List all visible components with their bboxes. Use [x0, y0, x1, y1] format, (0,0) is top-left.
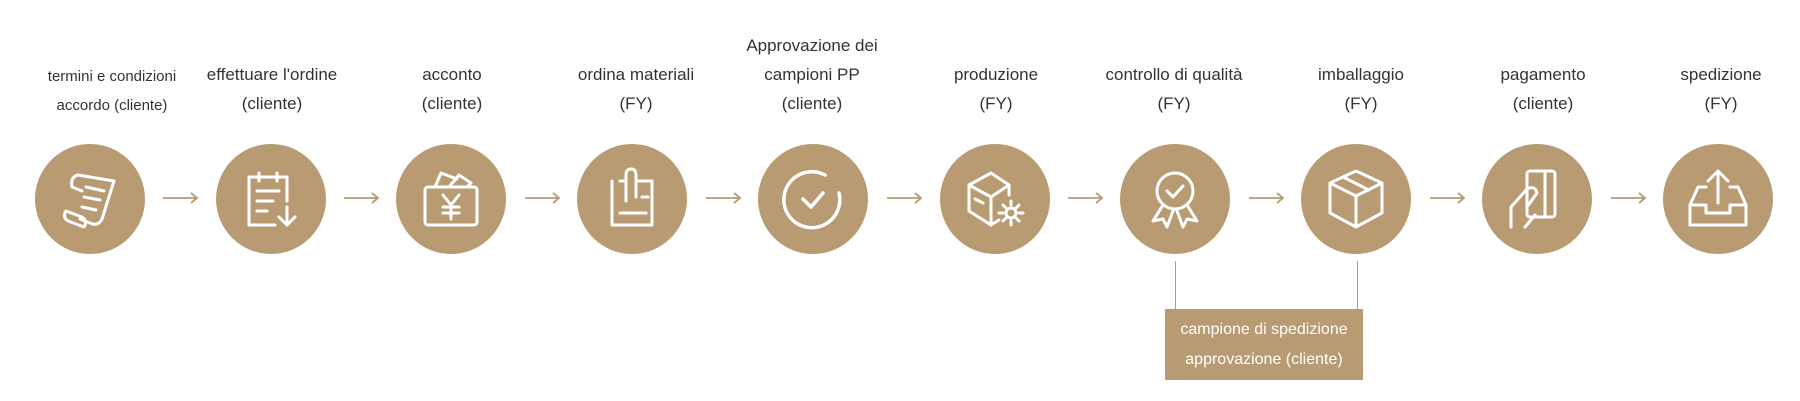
step-label-shipping: spedizione (FY): [1680, 65, 1762, 113]
step-circle-pp-samples: [758, 144, 868, 254]
step-label-production: produzione (FY): [953, 65, 1039, 113]
flow-arrow: [1611, 192, 1647, 204]
step-circle-shipping: [1663, 144, 1773, 254]
flow-arrow: [525, 192, 561, 204]
step-circle-production: [940, 144, 1050, 254]
connector-line-left: [1175, 261, 1176, 309]
package-box-icon: [1328, 169, 1384, 229]
step-circle-quality: [1120, 144, 1230, 254]
check-circle-icon: [782, 169, 842, 230]
flow-arrow: [1430, 192, 1466, 204]
step-label-order: effettuare l'ordine (cliente): [206, 65, 338, 113]
step-circle-payment: [1482, 144, 1592, 254]
flow-arrow: [344, 192, 380, 204]
step-circle-materials: [577, 144, 687, 254]
step-label-payment: pagamento (cliente): [1500, 65, 1586, 113]
step-circle-deposit: [396, 144, 506, 254]
flow-arrow: [163, 192, 199, 204]
contract-scroll-icon: [62, 173, 116, 229]
flow-arrow: [887, 192, 923, 204]
step-label-deposit: acconto (cliente): [421, 65, 483, 113]
card-payment-icon: [1509, 169, 1557, 229]
step-label-quality: controllo di qualità (FY): [1105, 65, 1243, 113]
flow-arrow: [1249, 192, 1285, 204]
connector-line-right: [1357, 261, 1358, 309]
box-gear-icon: [967, 171, 1025, 227]
sample-approval-box: campione di spedizione approvazione (cli…: [1165, 309, 1363, 380]
shipping-tray-icon: [1688, 169, 1748, 227]
sample-approval-line-1: campione di spedizione: [1180, 320, 1348, 338]
step-circle-order: [216, 144, 326, 254]
step-label-materials: ordina materiali (FY): [577, 65, 695, 113]
flow-arrow: [1068, 192, 1104, 204]
order-clipboard-icon: [247, 171, 297, 227]
step-label-pp-samples: Approvazione dei campioni PP (cliente): [746, 36, 878, 113]
quality-badge-icon: [1151, 171, 1199, 229]
sample-approval-line-2: approvazione (cliente): [1185, 350, 1343, 368]
yen-wallet-icon: [423, 171, 479, 227]
step-circle-terms: [35, 144, 145, 254]
step-circle-packaging: [1301, 144, 1411, 254]
paperclip-document-icon: [610, 167, 654, 227]
flow-arrow: [706, 192, 742, 204]
step-label-packaging: imballaggio (FY): [1318, 65, 1404, 113]
step-label-terms: termini e condizioni accordo (cliente): [47, 68, 177, 114]
